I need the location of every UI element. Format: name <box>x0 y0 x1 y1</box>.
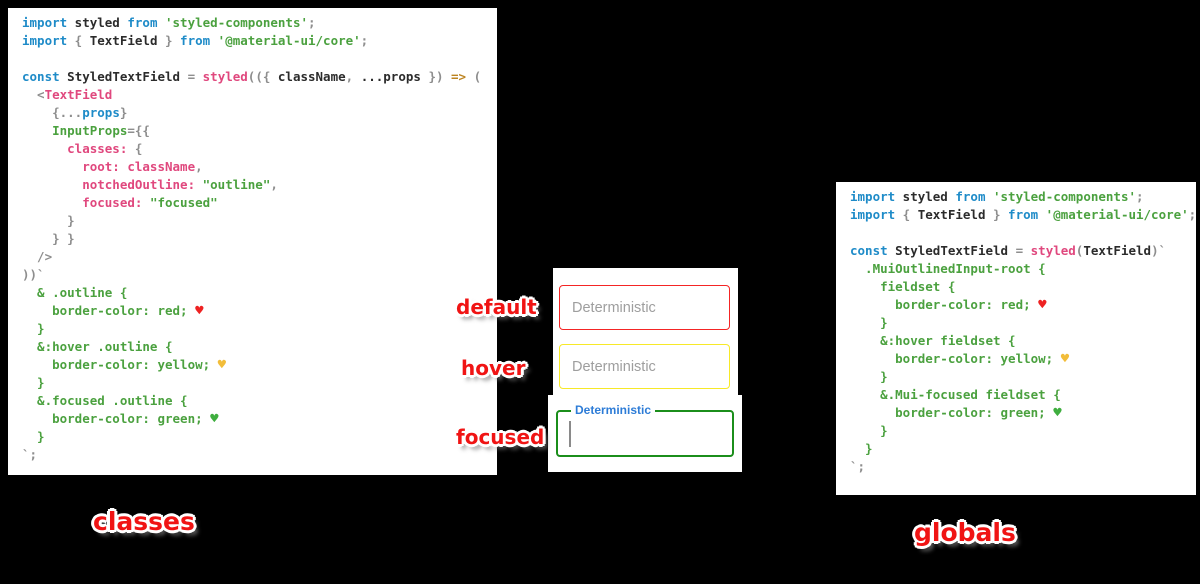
textfield-focused-panel: Deterministic <box>548 395 742 472</box>
caption-globals: globals <box>914 518 1016 547</box>
textfield-demo-panel <box>553 268 738 395</box>
text-cursor <box>569 421 571 447</box>
code-panel-classes: import styled from 'styled-components';i… <box>8 8 497 475</box>
textfield-focused[interactable]: Deterministic <box>556 403 734 457</box>
code-classes: import styled from 'styled-components';i… <box>22 15 482 462</box>
annotation-default: default <box>456 295 537 319</box>
annotation-focused: focused <box>456 425 545 449</box>
textfield-default[interactable] <box>559 285 730 330</box>
textfield-focused-label: Deterministic <box>571 403 656 417</box>
caption-classes: classes <box>93 507 195 536</box>
code-panel-globals: import styled from 'styled-components';i… <box>836 182 1196 495</box>
textfield-hover[interactable] <box>559 344 730 389</box>
code-globals: import styled from 'styled-components';i… <box>850 189 1197 474</box>
annotation-hover: hover <box>461 356 526 380</box>
